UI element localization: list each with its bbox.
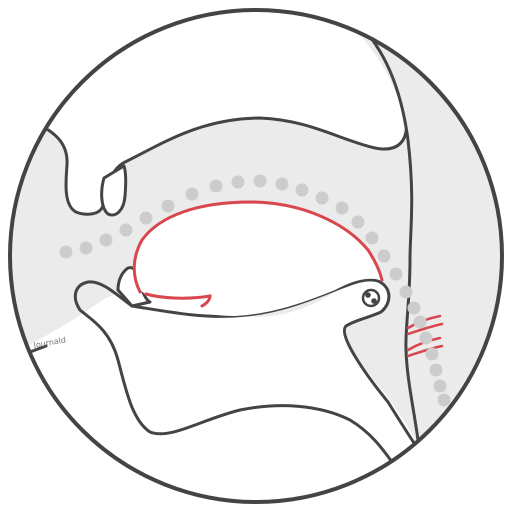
- airway-dot: [425, 347, 439, 361]
- palate-red-line: [132, 200, 384, 294]
- airway-dot: [365, 231, 379, 245]
- airway-dot: [119, 223, 133, 237]
- airway-dot: [335, 201, 349, 215]
- airway-dot: [275, 177, 289, 191]
- airway-dot: [419, 331, 433, 345]
- airway-dot: [413, 315, 427, 329]
- uvula-marker: [361, 288, 381, 308]
- dotted-arc: [59, 174, 451, 407]
- airway-dot: [79, 241, 93, 255]
- airway-dot: [315, 191, 329, 205]
- pharynx-outline: [343, 10, 420, 442]
- lower-jaw-outline: [73, 280, 394, 464]
- airway-dot: [407, 301, 421, 315]
- airway-dot: [161, 199, 175, 213]
- airway-dot: [139, 211, 153, 225]
- airway-dot: [185, 187, 199, 201]
- airway-dot: [253, 174, 267, 188]
- airway-dot: [351, 215, 365, 229]
- airway-dot: [433, 379, 447, 393]
- airway-dot: [389, 267, 403, 281]
- airway-dot: [231, 175, 245, 189]
- airway-dot: [99, 233, 113, 247]
- airway-dot: [429, 363, 443, 377]
- outer-circle-outline: [8, 8, 504, 504]
- airway-dot: [377, 249, 391, 263]
- pharynx-wall: [325, 10, 502, 502]
- airway-dot: [295, 183, 309, 197]
- oral-cavity: [134, 204, 380, 316]
- airway-dot: [437, 393, 451, 407]
- airway-dot: [399, 285, 413, 299]
- airway-dot: [59, 245, 73, 259]
- upper-incisor: [100, 164, 128, 217]
- lip-red-line: [144, 292, 212, 308]
- airway-dot: [209, 179, 223, 193]
